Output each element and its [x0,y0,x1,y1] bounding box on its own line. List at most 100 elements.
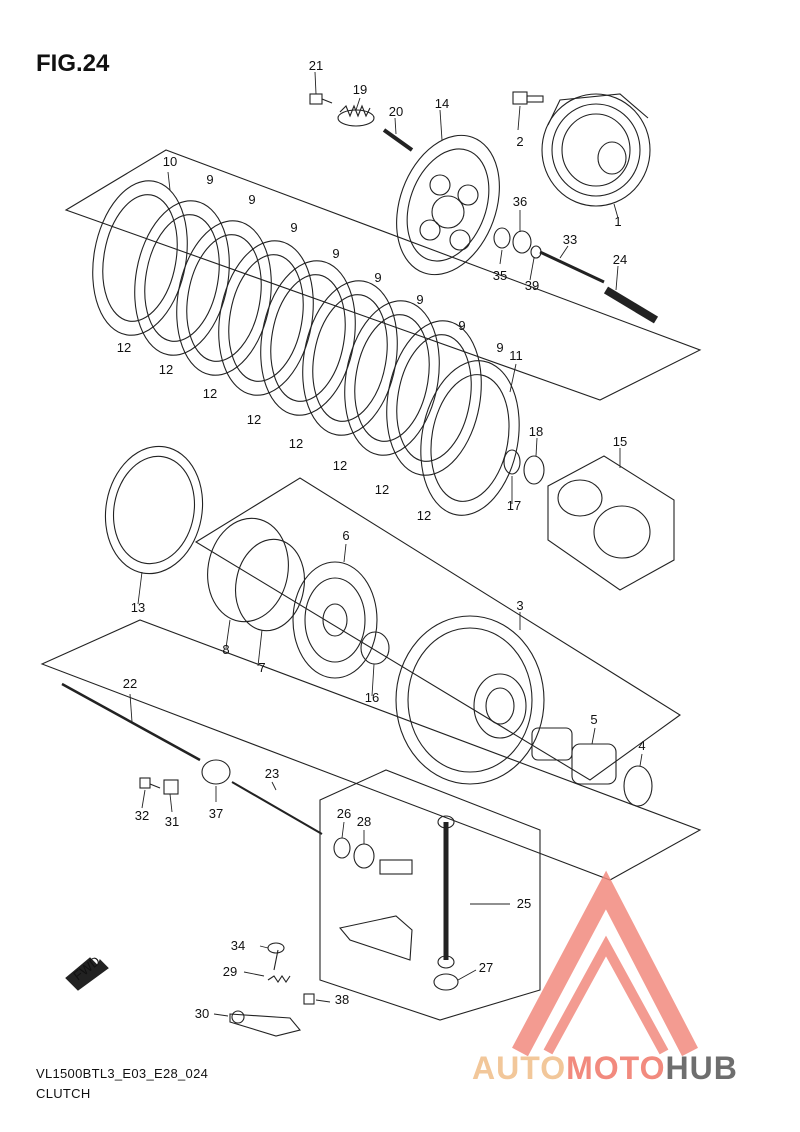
washer-18 [523,455,545,485]
part-label-36: 36 [513,194,527,209]
rod-outline [40,619,702,881]
part-label-7: 7 [258,660,265,675]
part-label-12: 12 [159,362,173,377]
part-label-17: 17 [507,498,521,513]
part-label-32: 32 [135,808,149,823]
watermark-part3: HUB [665,1050,738,1086]
bearing-37 [201,759,231,785]
part-label-38: 38 [335,992,349,1007]
figure-title: FIG.24 [36,50,110,77]
part-label-19: 19 [353,82,367,97]
pushrod-22 [61,682,201,762]
part-label-9: 9 [332,246,339,261]
plate-13 [104,445,204,575]
part-label-9: 9 [416,292,423,307]
watermark-part2: MOTO [566,1050,666,1086]
part-label-31: 31 [165,814,179,829]
part-label-14: 14 [435,96,449,111]
seal-26 [333,837,351,859]
clutch-drum-1 [541,93,651,207]
sleeve-hub-6 [292,561,378,679]
plate-stack [92,180,520,516]
part-label-6: 6 [342,528,349,543]
part-label-12: 12 [333,458,347,473]
plate-stack-outline [64,149,702,401]
part-label-5: 5 [590,712,597,727]
washer-35 [493,227,511,249]
part-label-23: 23 [265,766,279,781]
damper-15 [557,479,651,559]
part-label-39: 39 [525,278,539,293]
fwd-arrow [65,957,109,991]
model-code: VL1500BTL3_E03_E28_024 [36,1066,209,1081]
part-label-9: 9 [206,172,213,187]
part-label-26: 26 [337,806,351,821]
bolt-38 [303,993,315,1005]
ring-8 [207,517,289,623]
pushrod-24 [603,286,659,324]
rod-33 [539,250,605,284]
part-label-1: 1 [614,214,621,229]
pressure-plate-14 [396,134,500,276]
part15-outline [547,455,675,591]
washer-17 [503,449,521,475]
part-label-12: 12 [289,436,303,451]
spring-29 [267,949,291,983]
part-label-27: 27 [479,960,493,975]
part-label-33: 33 [563,232,577,247]
bolt-21 [309,93,333,105]
release-group-outline [319,769,541,1021]
release-arm-25 [338,815,455,969]
watermark-part1: AUTO [472,1050,567,1086]
washer-16 [360,631,390,665]
part-label-24: 24 [613,252,627,267]
part-label-37: 37 [209,806,223,821]
thrust-washer-4 [623,765,653,807]
seal-28 [353,843,375,869]
part-label-20: 20 [389,104,403,119]
part-label-15: 15 [613,434,627,449]
pin-20 [382,128,414,152]
washer-34 [267,942,285,954]
part-label-12: 12 [417,508,431,523]
part-label-4: 4 [638,738,645,753]
part-label-9: 9 [374,270,381,285]
bearing-36 [512,230,532,254]
part-label-8: 8 [222,642,229,657]
part-label-11: 11 [509,348,523,363]
part-label-25: 25 [517,896,531,911]
primary-driven-gear-3 [395,615,573,785]
part-label-22: 22 [123,676,137,691]
part-label-9: 9 [290,220,297,235]
part-label-28: 28 [357,814,371,829]
nut-39 [530,245,542,259]
part-label-10: 10 [163,154,177,169]
bolt-2 [512,91,544,105]
part-label-12: 12 [117,340,131,355]
part-label-16: 16 [365,690,379,705]
part-label-35: 35 [493,268,507,283]
plate-31 [163,779,179,795]
part-label-13: 13 [131,600,145,615]
seal-27 [433,973,459,991]
part-label-18: 18 [529,424,543,439]
part-label-30: 30 [195,1006,209,1021]
hub-outline [194,477,681,781]
part-label-9: 9 [496,340,503,355]
ring-7 [235,538,305,632]
part-label-21: 21 [309,58,323,73]
watermark-text: AUTOMOTOHUB [472,1050,738,1087]
bolt-32 [139,777,161,789]
part-label-34: 34 [231,938,245,953]
figure-caption: CLUTCH [36,1086,91,1101]
part-label-12: 12 [247,412,261,427]
part-label-3: 3 [516,598,523,613]
watermark-logo [512,870,698,1057]
part-label-29: 29 [223,964,237,979]
part-label-12: 12 [203,386,217,401]
part-label-2: 2 [516,134,523,149]
part-label-9: 9 [248,192,255,207]
part-label-9: 9 [458,318,465,333]
lever-30 [229,1010,301,1037]
